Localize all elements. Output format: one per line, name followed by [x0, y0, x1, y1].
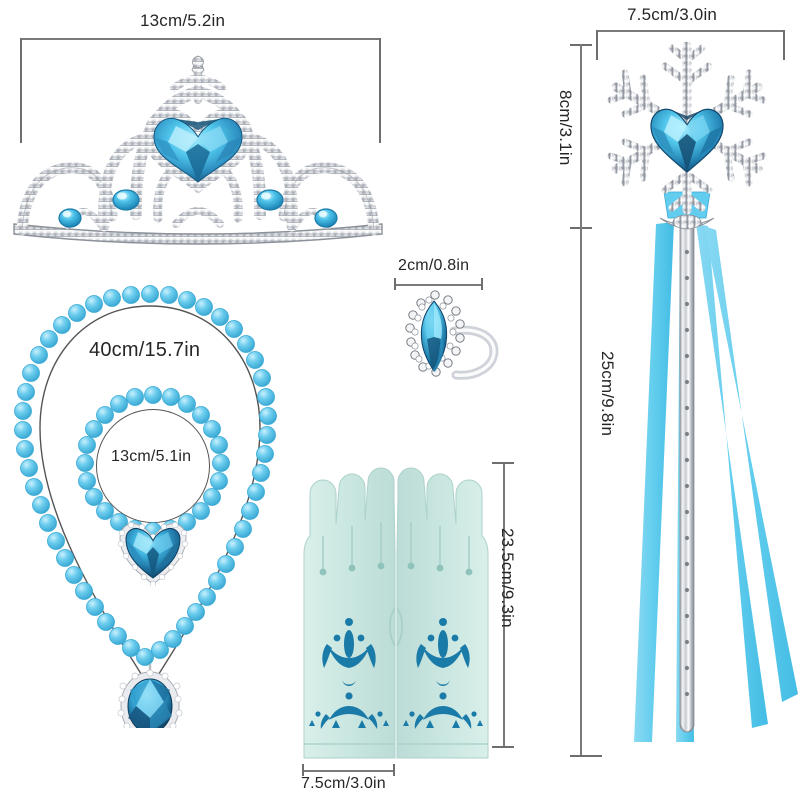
tiara-dimension-tick-right [379, 38, 381, 143]
tiara-illustration [13, 54, 383, 245]
wand-head-width-dimension-line [596, 30, 784, 32]
wand-head-width-label: 7.5cm/3.0in [627, 5, 718, 24]
bracelet-heart-pendant [117, 521, 189, 586]
wand-length-label: 25cm/9.8in [598, 351, 617, 437]
glove-left [303, 467, 396, 759]
gloves-height-tick-bottom [492, 746, 514, 748]
wand-length-dimension-line [580, 44, 582, 756]
wand-snowflake [607, 42, 767, 215]
ring-dimension-tick-left [394, 278, 396, 290]
ring-illustration [405, 290, 499, 380]
wand-length-tick-bottom [570, 755, 602, 757]
gloves-height-dimension-line [503, 462, 505, 747]
ring-dimension-line [394, 284, 482, 286]
gloves-width-tick-left [302, 764, 304, 776]
wand-ribbons [634, 222, 798, 742]
wand-head-width-tick-left [596, 30, 598, 60]
ring-dimension-tick-right [481, 278, 483, 290]
wand-head-width-tick-right [783, 30, 785, 60]
gloves-height-label: 23.5cm/9.3in [498, 528, 517, 628]
tiara-width-label: 13cm/5.2in [140, 11, 226, 30]
wand-head-height-label: 8cm/3.1in [556, 90, 575, 166]
bracelet-length-label: 13cm/5.1in [111, 448, 192, 465]
necklace-oval-pendant [117, 664, 183, 728]
gloves-height-tick-top [492, 462, 514, 464]
tiara-dimension-tick-left [20, 38, 22, 143]
bracelet-illustration [76, 386, 230, 586]
gloves-width-tick-right [393, 764, 395, 776]
ring-width-label: 2cm/0.8in [398, 257, 470, 274]
glove-right [396, 467, 489, 759]
wand-illustration [607, 42, 798, 742]
gloves-width-dimension-line [302, 770, 394, 772]
necklace-illustration [14, 285, 277, 728]
necklace-length-label: 40cm/15.7in [89, 339, 201, 361]
gloves-width-label: 7.5cm/3.0in [301, 775, 386, 792]
tiara-dimension-line [20, 38, 380, 40]
gloves-illustration [303, 467, 489, 759]
